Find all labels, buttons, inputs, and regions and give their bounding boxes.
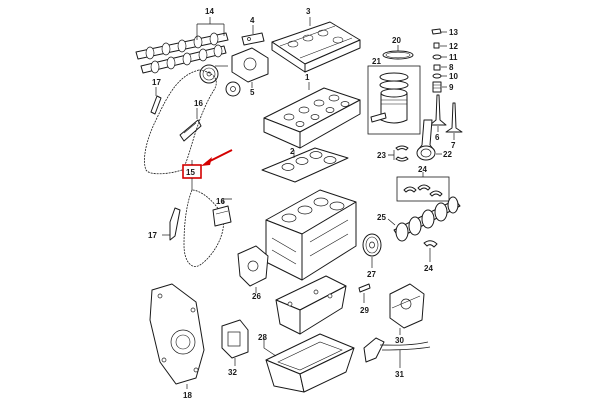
callout-18: 18 [183, 391, 192, 400]
oil-pump-part: 30 [389, 283, 425, 345]
main-bearing-part: 24 [396, 165, 450, 202]
thrust-bearing-part: 24 [423, 240, 438, 273]
callout-2: 2 [290, 147, 295, 156]
callout-4: 4 [250, 16, 255, 25]
callout-11: 11 [449, 53, 458, 62]
valve-train-small-parts: 13 12 11 8 10 9 [431, 28, 458, 93]
oil-filter-housing-part: 32 [221, 319, 249, 377]
callout-22: 22 [443, 150, 452, 159]
tensioner-rail-upper-part: 17 [150, 78, 162, 115]
callout-5: 5 [250, 88, 255, 97]
water-pump-part: 26 [237, 245, 269, 301]
callout-27: 27 [367, 270, 376, 279]
exhaust-valve-part: 7 [445, 102, 463, 150]
callout-21: 21 [372, 57, 381, 66]
callout-10: 10 [449, 72, 458, 81]
callout-16-bottom: 16 [216, 197, 225, 206]
callout-3: 3 [306, 7, 311, 16]
callout-7: 7 [451, 141, 456, 150]
intake-valve-part: 6 [429, 94, 447, 142]
head-gasket-part: 2 [261, 147, 349, 183]
callout-15: 15 [186, 168, 195, 177]
callout-25: 25 [377, 213, 386, 222]
chain-guide-upper-part: 16 [179, 99, 203, 142]
callout-28: 28 [258, 333, 267, 342]
callout-13: 13 [449, 28, 458, 37]
bracket-part: 4 [241, 16, 265, 46]
timing-cover-upper-part: 5 [225, 47, 269, 97]
callout-14: 14 [205, 7, 214, 16]
oil-pickup-part: 31 [363, 337, 431, 379]
lower-oil-pan-part: 28 [258, 333, 355, 393]
callout-14-leader: 14 [196, 7, 225, 40]
crankshaft-part: 25 [377, 196, 461, 242]
callout-17-top: 17 [152, 78, 161, 87]
chain-guide-lower-part: 16 [212, 197, 232, 227]
callout-17-bottom: 17 [148, 231, 157, 240]
callout-24-bottom: 24 [424, 264, 433, 273]
piston-ring-part: 20 [382, 36, 414, 60]
callout-26: 26 [252, 292, 261, 301]
camshaft-part [135, 32, 229, 74]
callout-12: 12 [449, 42, 458, 51]
callout-20: 20 [392, 36, 401, 45]
crank-pulley-part: 27 [362, 233, 382, 279]
timing-chain-upper-part [144, 69, 217, 175]
upper-oil-pan-part [275, 275, 347, 335]
cylinder-head-part: 1 [263, 73, 361, 149]
rod-bearing-part: 23 [377, 145, 409, 162]
callout-1: 1 [305, 73, 310, 82]
timing-cover-lower-part: 18 [149, 283, 205, 400]
highlighted-callout-15: 15 [182, 149, 233, 179]
valve-cover-part: 3 [271, 7, 361, 73]
callout-8: 8 [449, 63, 454, 72]
callout-32: 32 [228, 368, 237, 377]
callout-29: 29 [360, 306, 369, 315]
connecting-rod-part: 22 [416, 119, 452, 161]
callout-16-top: 16 [194, 99, 203, 108]
tensioner-rail-lower-part: 17 [148, 207, 181, 241]
callout-6: 6 [435, 133, 440, 142]
callout-9: 9 [449, 83, 454, 92]
callout-23: 23 [377, 151, 386, 160]
timing-chain-lower-part [183, 178, 224, 267]
engine-block-part [265, 189, 357, 281]
bolt-part: 29 [358, 283, 371, 315]
piston-assembly-part: 21 [367, 57, 421, 135]
callout-31: 31 [395, 370, 404, 379]
callout-24-top: 24 [418, 165, 427, 174]
callout-30: 30 [395, 336, 404, 345]
